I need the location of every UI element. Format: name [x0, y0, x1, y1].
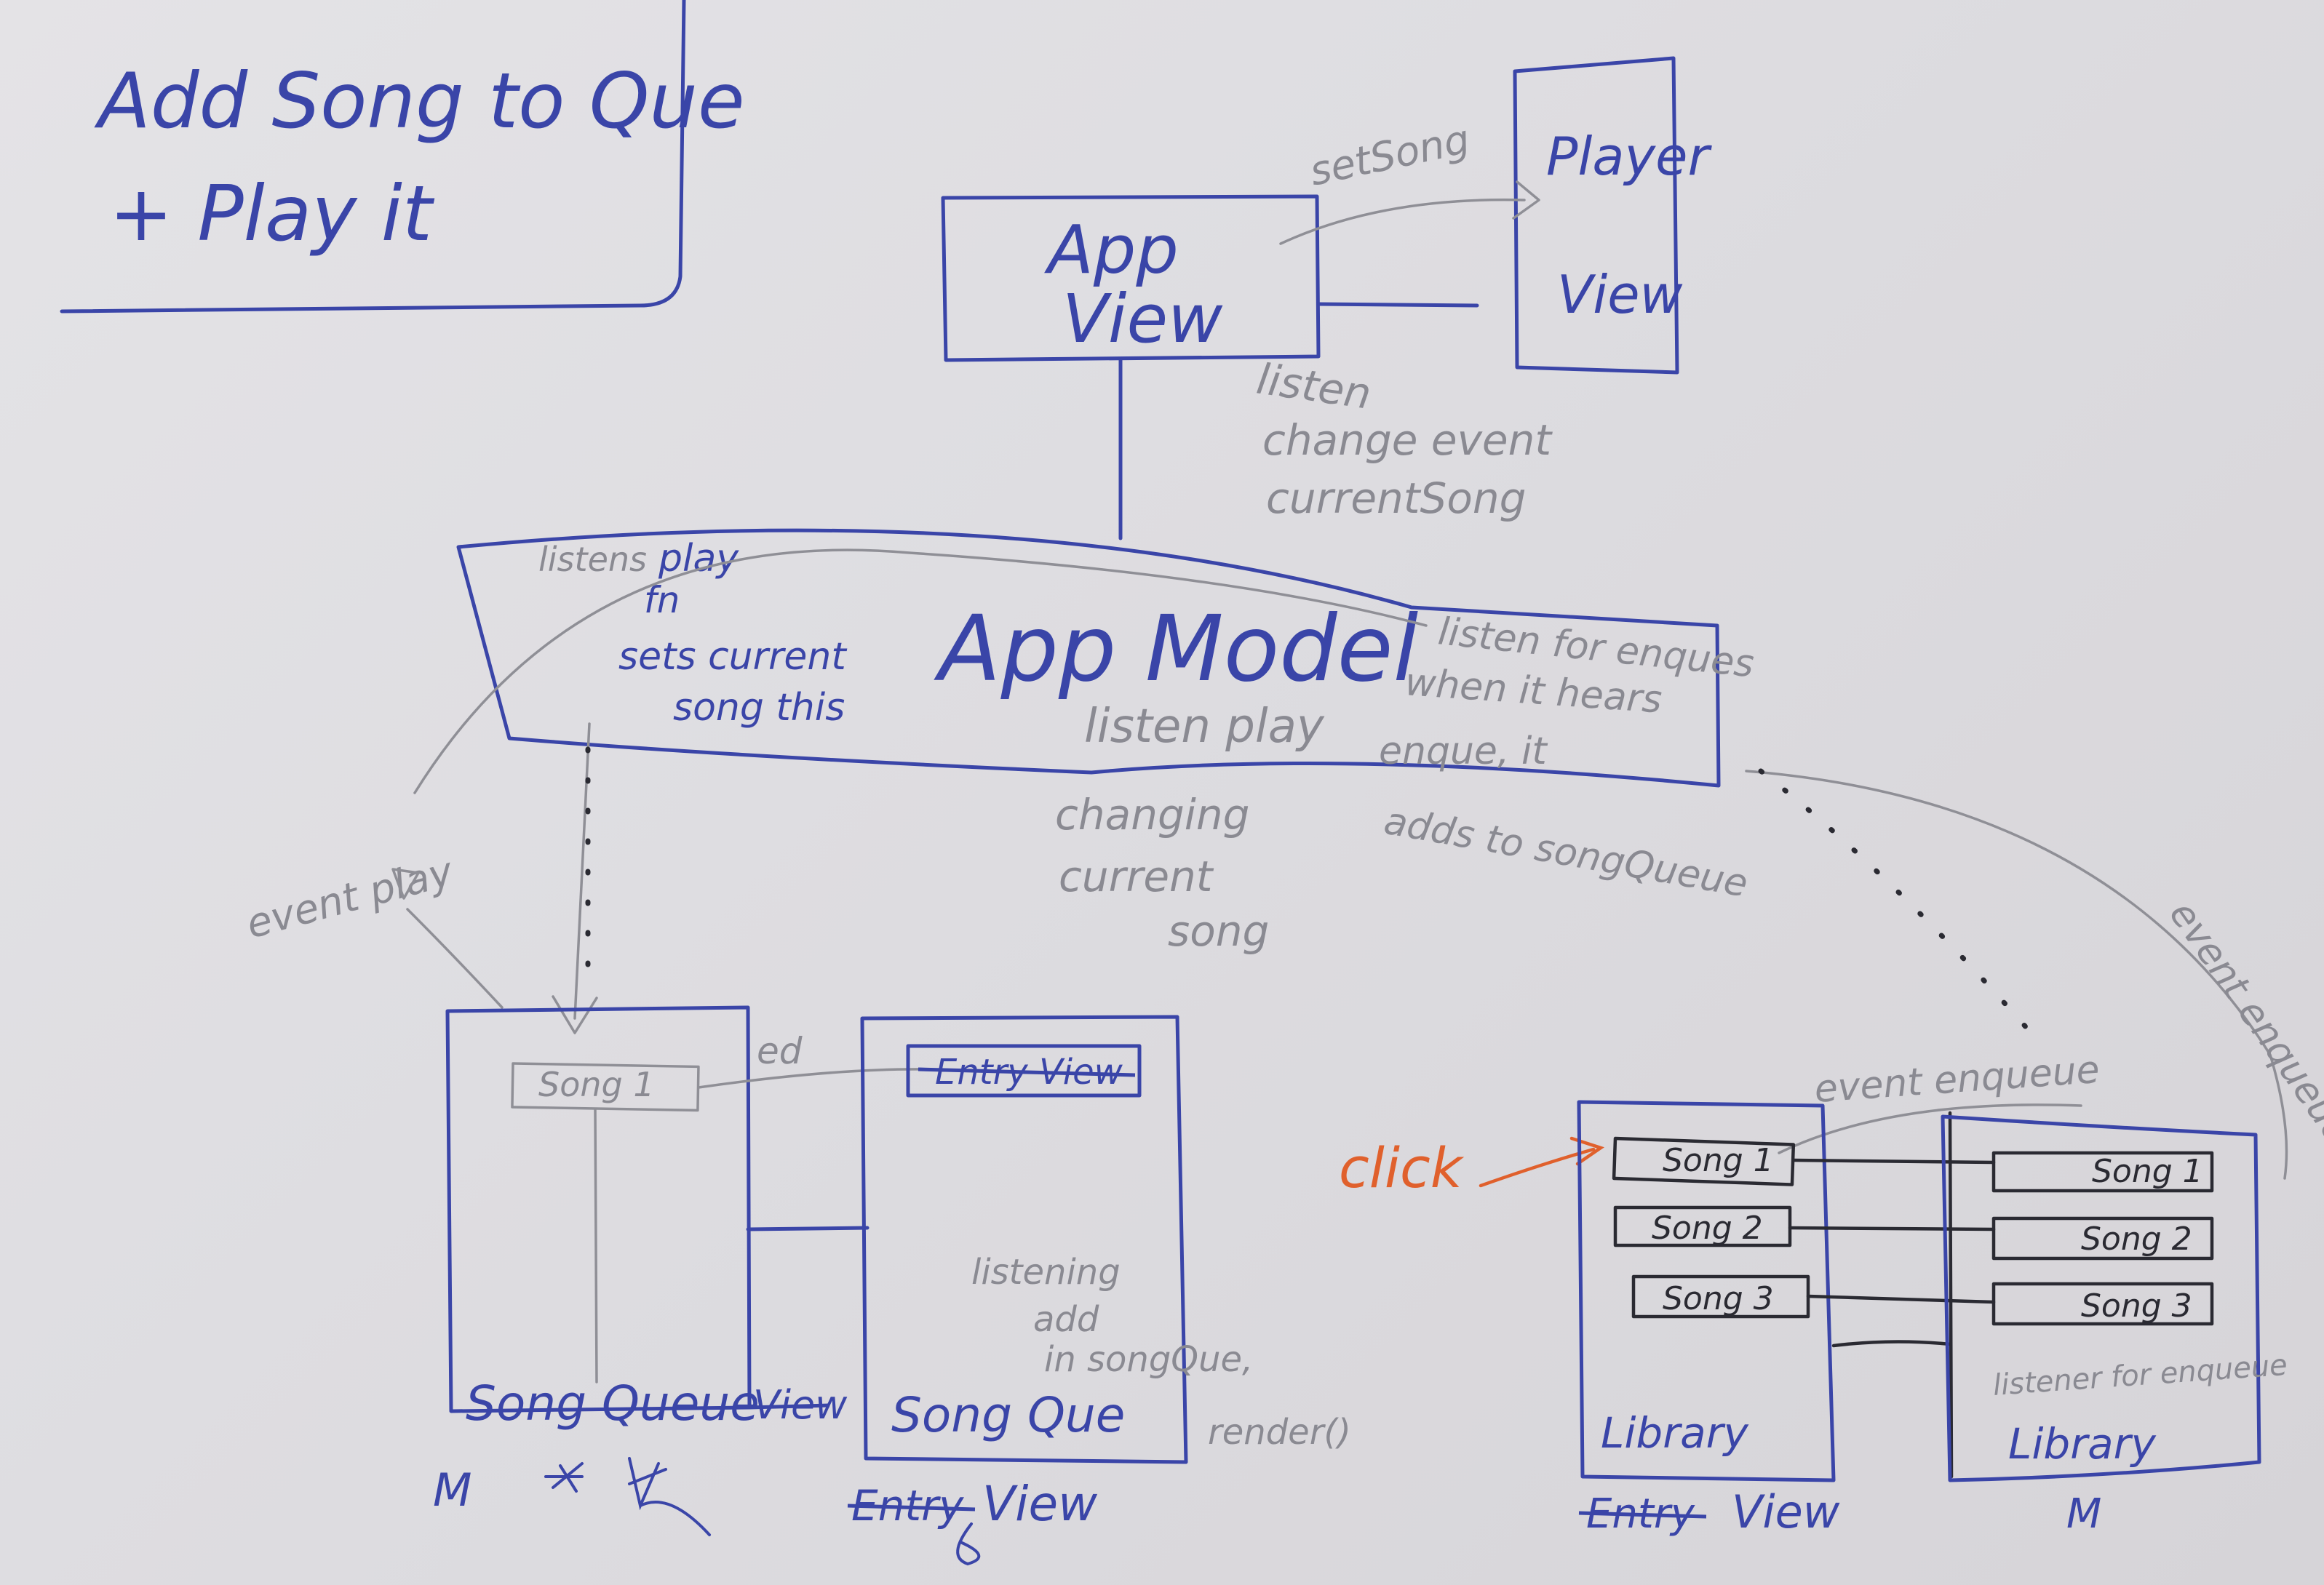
listen-note-1: listen [1254, 354, 1374, 419]
library-view-song-2-text: Song 2 [1652, 1210, 1763, 1247]
event-play-arc [413, 548, 1428, 794]
title-box: Add Song to Que + Play it [60, 0, 745, 314]
player-view-label-2: View [1557, 264, 1683, 325]
event-enqueue-arc [1745, 770, 2288, 1180]
listen-change-note: listen change event currentSong [1254, 354, 1553, 523]
library-model-song-2 [1991, 1216, 2214, 1261]
song-queue-view-label: Song Que [891, 1387, 1125, 1443]
event-enqueue-label: event enqueue [1813, 1048, 2101, 1111]
song-queue-model-box: Song 1 Song Queue View M [433, 1005, 848, 1536]
click-annotation: click [1339, 1135, 1605, 1200]
player-view-box: Player View [1513, 56, 1712, 375]
set-song-arrow: setSong [1279, 116, 1540, 245]
queue-add-label: ed [757, 1030, 803, 1072]
set-song-label: setSong [1305, 116, 1473, 195]
event-play-label: event play [242, 847, 459, 947]
library-model-box: Song 1 Song 2 Song 3 listener for enqueu… [1941, 1114, 2288, 1538]
song-queue-model-mark: M [433, 1464, 472, 1517]
listen-note-2: change event [1262, 415, 1553, 465]
app-model-right-3: enque, it [1379, 730, 1548, 773]
library-model-suffix: M [2066, 1490, 2101, 1538]
entry-view-item [906, 1044, 1142, 1098]
app-model-left-3: sets current [618, 635, 847, 679]
queue-add-line [697, 1068, 933, 1089]
queue-model-view-line [746, 1226, 869, 1231]
changing-note-2: current [1059, 852, 1214, 901]
title-line-1: Add Song to Que [94, 57, 745, 145]
changing-note-1: changing [1055, 790, 1249, 839]
app-view-box: App View [941, 194, 1321, 362]
app-model-center-note: listen play [1084, 700, 1325, 754]
event-play-group: event play [242, 847, 504, 1009]
library-model-song-1-text: Song 1 [2092, 1153, 2203, 1190]
app-model-label: App Model [934, 596, 1419, 702]
library-model-song-3 [1991, 1282, 2214, 1326]
library-model-song-1 [1991, 1151, 2214, 1193]
app-to-player-line [1316, 302, 1479, 308]
player-view-label-1: Player [1546, 126, 1712, 187]
library-model-song-2-text: Song 2 [2081, 1221, 2192, 1258]
song-queue-view-note-3: in songQue, [1044, 1339, 1253, 1380]
click-label: click [1339, 1135, 1465, 1200]
library-link-3 [1806, 1294, 1996, 1304]
changing-note-3: song [1168, 906, 1269, 956]
library-link-1 [1791, 1158, 1996, 1165]
title-line-2: + Play it [109, 169, 435, 258]
listen-note-3: currentSong [1266, 474, 1526, 523]
app-view-label-1: App [1044, 211, 1179, 289]
library-divider [1948, 1111, 1954, 1479]
library-view-song-3-text: Song 3 [1663, 1280, 1774, 1317]
library-link-2 [1788, 1226, 1996, 1231]
library-model-note: listener for enqueue [1991, 1349, 2288, 1402]
song-queue-item-text: Song 1 [538, 1065, 655, 1104]
song-queue-view-note-2: add [1033, 1299, 1099, 1340]
enqueue-dotted-path [1758, 768, 2040, 1043]
library-view-suffix: View [1732, 1485, 1840, 1538]
app-model-right-4: adds to songQueue [1381, 799, 1751, 906]
event-enqueue-right: event enqueue [2160, 893, 2324, 1152]
app-model-left-1a: listens [538, 540, 647, 579]
song-queue-view-note-4: render() [1208, 1412, 1351, 1453]
library-view-song-1-text: Song 1 [1663, 1142, 1774, 1179]
app-model-left-1b: play [658, 537, 739, 580]
changing-note: changing current song [1055, 790, 1269, 956]
model-down-pencil [573, 722, 591, 1020]
song-queue-view-box: Entry View listening add in songQue, ren… [847, 1015, 1351, 1566]
song-queue-view-note-1: listening [971, 1252, 1121, 1293]
library-model-label: Library [2008, 1419, 2156, 1469]
library-model-song-3-text: Song 3 [2081, 1287, 2192, 1325]
song-queue-model-label: Song Queue [466, 1376, 760, 1432]
library-link-4 [1831, 1340, 1952, 1348]
event-enqueue-group: event enqueue event enqueue [1778, 893, 2324, 1154]
library-view-box: Song 1 Song 2 Song 3 Library Entry View [1577, 1100, 1840, 1538]
app-view-label-2: View [1062, 280, 1223, 358]
app-model-box: App Model listens play fn sets current s… [456, 528, 1756, 906]
app-model-left-4: song this [673, 686, 845, 730]
library-view-label: Library [1601, 1408, 1748, 1458]
song-queue-view-suffix: View [982, 1476, 1098, 1532]
library-view-song-1 [1612, 1136, 1796, 1186]
